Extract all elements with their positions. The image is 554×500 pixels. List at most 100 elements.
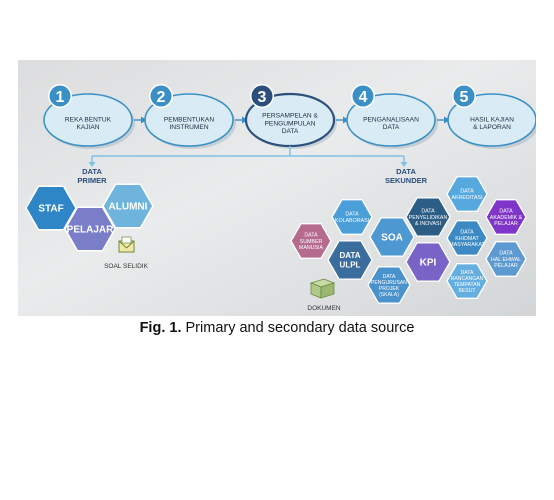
connector-left-head: [88, 162, 96, 167]
secondary-title-line-1: DATA: [396, 167, 416, 176]
hex-ulpl-label-line-1: DATA: [339, 251, 360, 260]
step-label-line-1: HASIL KAJIAN: [470, 116, 514, 123]
step-number-circle: [453, 85, 475, 107]
step-number: 2: [157, 89, 166, 106]
hex-rancangan-label-line-2: RANCANGAN: [451, 276, 484, 282]
envelope-icon: [118, 236, 135, 253]
hex-khidmat-label-line-1: DATA: [460, 230, 474, 236]
secondary-title-line-2: SEKUNDER: [385, 176, 428, 185]
hex-shape: [446, 220, 488, 256]
hex-sumber-manusia-label-line-1: DATA: [304, 233, 318, 239]
step-arrow-head: [343, 116, 349, 124]
hex-kpi-label-line-1: KPI: [420, 258, 437, 269]
hex-khidmat-label-line-2: KHIDMAT: [455, 236, 479, 242]
step-label-line-2: KAJIAN: [76, 124, 99, 131]
step-number-circle: [49, 85, 71, 107]
hex-kolaborasi-label-line-2: KOLABORASI: [335, 218, 369, 224]
hex-shape: [102, 183, 154, 229]
step-arrow-head: [141, 116, 147, 124]
step-bubble: [346, 93, 436, 147]
step-bubble: [43, 93, 133, 147]
step-label-line-1: PERSAMPELAN &: [262, 113, 318, 120]
hex-shape: [446, 176, 488, 212]
step-number-circle: [150, 85, 172, 107]
primary-title: DATA PRIMER: [77, 167, 107, 185]
hex-rancangan-label-line-1: DATA: [461, 270, 474, 276]
hex-khidmat-label-line-3: MASYARAKAT: [449, 242, 485, 248]
hex-shape: [369, 217, 415, 257]
hex-kolaborasi-label-line-1: DATA: [345, 212, 359, 218]
primary-title-line-1: DATA: [82, 167, 102, 176]
hex-shape: [25, 185, 77, 231]
hex-kpi: KPI: [405, 242, 451, 282]
hex-akademik-label-line-1: DATA: [499, 209, 513, 215]
connector-lines: [88, 146, 408, 167]
step-label-line-3: DATA: [282, 128, 299, 135]
hex-shape: [446, 263, 488, 299]
step-number: 3: [258, 89, 267, 106]
caption-text: Primary and secondary data source: [181, 320, 415, 336]
caption-prefix: Fig. 1.: [139, 320, 182, 336]
secondary-hexes: DATAKOLABORASIDATASUMBERMANUSIADATAULPLS…: [290, 176, 527, 304]
hex-sumber-manusia-label-line-2: SUMBER: [300, 239, 323, 245]
hex-shape: [331, 199, 373, 235]
soal-selidik-label: SOAL SELIDIK: [104, 263, 148, 270]
hex-rancangan-label-line-3: TEMPATAN: [454, 282, 481, 288]
step-number: 5: [460, 89, 469, 106]
secondary-title: DATA SEKUNDER: [385, 167, 428, 185]
hex-shape: [485, 241, 527, 277]
hex-sumber-manusia-label-line-3: MANUSIA: [299, 245, 324, 251]
hex-akademik-label-line-3: PELAJAR: [494, 221, 518, 227]
hex-label: ALUMNI: [109, 202, 148, 213]
hex-shape: [64, 206, 116, 252]
hex-alumni: ALUMNI: [102, 183, 154, 229]
step-number-circle: [352, 85, 374, 107]
step-label-line-2: INSTRUMEN: [169, 124, 208, 131]
step-bubble: [144, 93, 234, 147]
hex-pengurusan-label-line-2: PENGURUSAN: [371, 280, 407, 286]
step-number: 1: [56, 89, 65, 106]
hex-ulpl-label-line-2: ULPL: [340, 261, 361, 270]
hex-penyelidikan-label-line-3: & INOVASI: [415, 221, 441, 227]
hex-shape: [327, 240, 373, 280]
step-number: 4: [359, 89, 368, 106]
hex-pengurusan-label-line-4: (SKALA): [379, 292, 399, 298]
hex-akreditasi-label-line-2: AKREDITASI: [451, 195, 482, 201]
step-label-line-1: PEMBENTUKAN: [164, 116, 214, 123]
hex-soa-label-line-1: SOA: [381, 233, 403, 244]
hex-akreditasi-label-line-1: DATA: [460, 189, 474, 195]
hex-shape: [485, 199, 527, 235]
hex-soa: SOA: [369, 217, 415, 257]
hex-akademik-label-line-2: AKADEMIK &: [490, 215, 523, 221]
step-label-line-2: PENGUMPULAN: [265, 120, 316, 127]
hex-shape: [367, 266, 411, 304]
hex-pengurusan-label-line-1: DATA: [383, 274, 396, 280]
step-number-circle: [251, 85, 273, 107]
dokumen-label: DOKUMEN: [307, 305, 341, 312]
hex-penyelidikan-label-line-1: DATA: [421, 209, 435, 215]
figure-caption: Fig. 1. Primary and secondary data sourc…: [0, 320, 554, 336]
step-arrow-head: [444, 116, 450, 124]
hex-shape: [290, 223, 332, 259]
step-label-line-2: DATA: [383, 124, 400, 131]
hex-hal-ehwal-label-line-1: DATA: [499, 251, 513, 257]
step-label-line-1: PENGANALISAAN: [363, 116, 419, 123]
step-label-line-2: & LAPORAN: [473, 124, 511, 131]
